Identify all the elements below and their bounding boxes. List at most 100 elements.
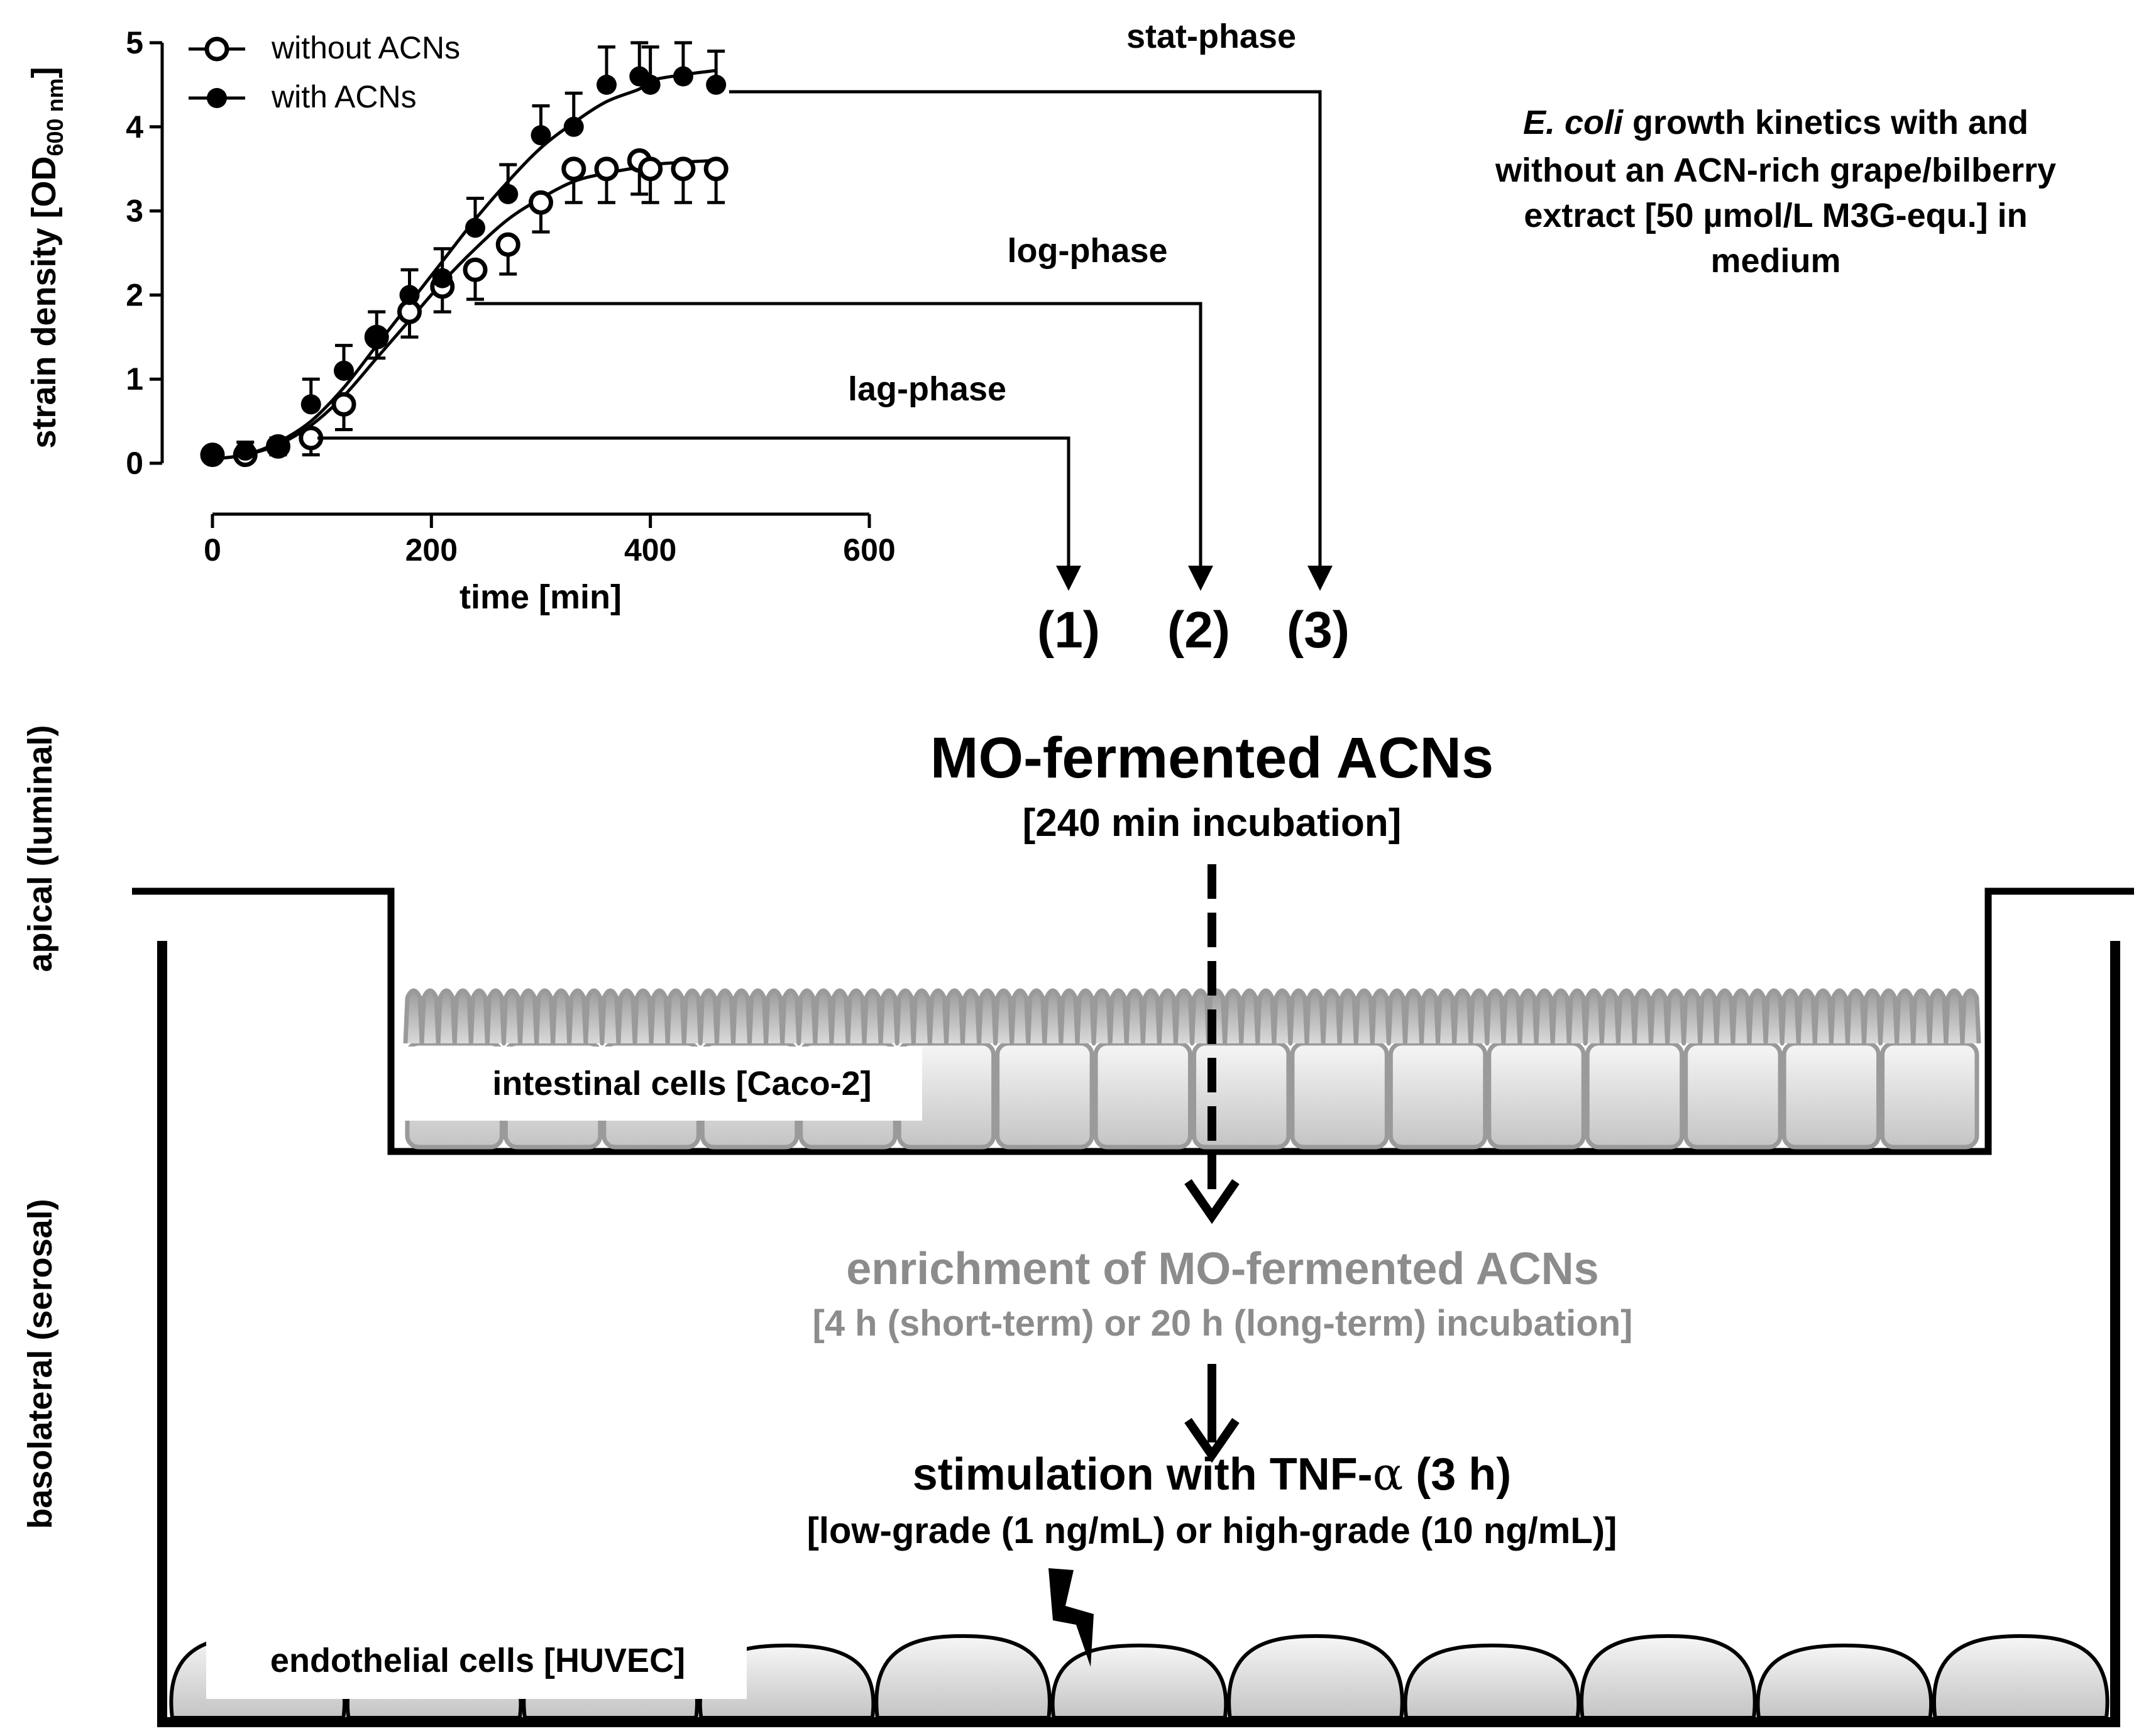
arrowhead-2 xyxy=(1188,566,1213,591)
y-tick-label: 4 xyxy=(126,109,143,145)
enrichment-title: enrichment of MO-fermented ACNs xyxy=(846,1244,1598,1294)
data-point-without xyxy=(331,392,356,417)
x-axis-label: time [min] xyxy=(459,578,622,616)
data-point-without xyxy=(561,157,586,182)
y-axis-label-sub: 600 nm xyxy=(42,78,68,156)
y-axis-label-close: ] xyxy=(25,67,63,78)
data-point-without xyxy=(671,157,696,182)
x-tick-label: 400 xyxy=(624,532,676,568)
legend-marker-open xyxy=(204,36,229,62)
phase-number-2: (2) xyxy=(1167,602,1230,659)
data-point-with xyxy=(597,74,617,95)
intestinal-label-box xyxy=(404,1047,922,1121)
stimulation-title: stimulation with TNF-α (3 h) xyxy=(913,1448,1512,1500)
apical-side-label: apical (luminal) xyxy=(21,725,59,972)
endothelial-cell xyxy=(874,1634,1052,1720)
x-tick-label: 600 xyxy=(843,532,895,568)
data-point-with xyxy=(498,184,519,204)
intestinal-cells-label: intestinal cells [Caco-2] xyxy=(492,1065,871,1102)
endothelial-cell xyxy=(1756,1643,1934,1720)
y-tick-label: 3 xyxy=(126,194,143,229)
data-point-with xyxy=(334,360,354,381)
intestinal-cell xyxy=(1093,1041,1192,1150)
intestinal-cell xyxy=(1487,1041,1586,1150)
enrichment-subtitle: [4 h (short-term) or 20 h (long-term) in… xyxy=(813,1303,1633,1344)
description-line-4: medium xyxy=(1710,242,1840,280)
endothelial-cell xyxy=(1580,1634,1757,1720)
intestinal-cell xyxy=(1683,1041,1783,1150)
data-point-with xyxy=(531,125,551,146)
stat-phase-label: stat-phase xyxy=(1126,18,1296,55)
data-point-without xyxy=(529,190,553,215)
intestinal-cell xyxy=(1388,1041,1488,1150)
diagram-subtitle: [240 min incubation] xyxy=(1023,801,1402,845)
intestinal-cell xyxy=(1585,1041,1685,1150)
data-point-with xyxy=(366,327,387,348)
description-line-3: extract [50 µmol/L M3G-equ.] in xyxy=(1524,197,2027,234)
stimulation-title-pre: stimulation with TNF- xyxy=(913,1449,1373,1500)
outer-well xyxy=(157,941,2120,1727)
intestinal-cell xyxy=(1781,1041,1881,1150)
y-tick-label: 2 xyxy=(126,277,143,312)
stat-phase-connector xyxy=(729,90,1322,569)
data-point-with xyxy=(706,74,727,95)
intestinal-cell xyxy=(1290,1041,1389,1150)
data-point-with xyxy=(673,66,693,87)
data-point-with xyxy=(432,268,453,288)
description-italic: E. coli xyxy=(1523,104,1624,141)
lag-phase-connector xyxy=(317,436,1070,569)
transwell-insert: intestinal cells [Caco-2] endothelial ce… xyxy=(132,887,2134,1727)
endothelial-cell xyxy=(1050,1643,1228,1720)
phase-number-1: (1) xyxy=(1037,602,1100,659)
stimulation-alpha: α xyxy=(1373,1448,1404,1500)
x-tick-label: 200 xyxy=(405,532,458,568)
phase-number-3: (3) xyxy=(1287,602,1350,659)
y-axis-label-main: strain density [OD xyxy=(25,156,63,448)
diagram-title: MO-fermented ACNs xyxy=(930,726,1494,790)
microvilli xyxy=(403,988,1981,1046)
arrowhead-3 xyxy=(1307,566,1333,591)
data-point-without xyxy=(463,257,488,282)
description-line-1-rest: growth kinetics with and xyxy=(1623,104,2028,141)
y-tick-label: 0 xyxy=(126,446,143,481)
legend-marker-filled xyxy=(207,88,227,108)
chart-legend: without ACNs with ACNs xyxy=(189,30,460,114)
fit-curve-without xyxy=(212,158,717,461)
data-point-without xyxy=(594,157,619,182)
basolateral-side-label: basolateral (serosal) xyxy=(21,1199,59,1529)
data-point-without xyxy=(703,157,729,182)
data-point-with xyxy=(202,444,223,465)
endothelial-cell xyxy=(1403,1643,1581,1720)
data-point-with xyxy=(465,217,485,238)
phase-connectors xyxy=(317,90,1322,569)
legend-label-with: with ACNs xyxy=(271,79,417,114)
lightning-icon xyxy=(1048,1568,1094,1667)
data-point-with xyxy=(399,285,420,305)
y-tick-label: 5 xyxy=(126,25,143,60)
data-point-with xyxy=(300,394,321,415)
description-line-1: E. coli growth kinetics with and xyxy=(1523,104,2028,141)
lag-phase-label: lag-phase xyxy=(848,370,1006,408)
legend-label-without: without ACNs xyxy=(271,30,460,65)
x-tick-label: 0 xyxy=(204,532,221,568)
intestinal-cell xyxy=(1880,1041,1979,1150)
phase-arrowheads xyxy=(1056,566,1333,591)
data-point-with xyxy=(563,116,584,137)
data-point-with xyxy=(235,440,256,461)
log-phase-connector xyxy=(475,302,1202,569)
endothelial-label-box xyxy=(206,1620,747,1699)
solid-flow-arrowhead xyxy=(1184,1418,1240,1463)
insert-wall xyxy=(132,887,2134,1155)
chart-data-marks xyxy=(200,41,729,468)
data-point-without xyxy=(495,232,520,257)
y-axis-label: strain density [OD600 nm] xyxy=(25,67,68,448)
endothelial-cell xyxy=(1932,1634,2110,1720)
chart-description: E. coli growth kinetics with and without… xyxy=(1495,104,2056,280)
endothelial-cell xyxy=(1227,1634,1404,1720)
data-point-with xyxy=(640,74,661,95)
log-phase-label: log-phase xyxy=(1007,232,1167,270)
endothelial-cells-label: endothelial cells [HUVEC] xyxy=(270,1642,685,1679)
